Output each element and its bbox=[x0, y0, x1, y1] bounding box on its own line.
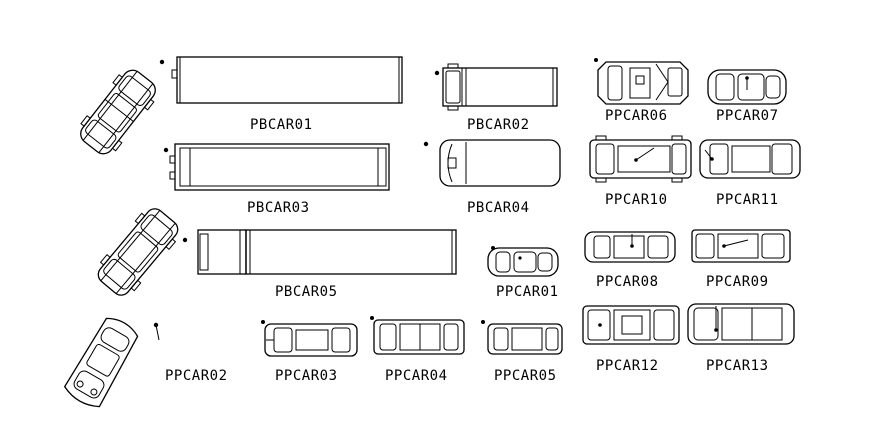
car-ppcar05 bbox=[487, 323, 563, 355]
car-ppcar13 bbox=[687, 303, 795, 345]
insert-point-marker bbox=[159, 59, 165, 65]
insert-point-marker bbox=[182, 237, 188, 243]
car-ppcar08 bbox=[584, 231, 676, 263]
insert-point-marker bbox=[481, 320, 485, 324]
label-pbcar01: PBCAR01 bbox=[250, 117, 313, 133]
label-ppcar07: PPCAR07 bbox=[716, 108, 779, 124]
car-ppcar10 bbox=[589, 135, 692, 183]
insert-arrow bbox=[155, 324, 160, 341]
insert-point-marker bbox=[370, 316, 374, 320]
bus-pbcar03 bbox=[169, 143, 390, 191]
label-ppcar09: PPCAR09 bbox=[706, 274, 769, 290]
label-ppcar11: PPCAR11 bbox=[716, 192, 779, 208]
car-ppcar04 bbox=[373, 319, 465, 355]
insert-point-marker bbox=[163, 147, 169, 153]
truck-pbcar05 bbox=[197, 229, 457, 275]
insert-point-marker bbox=[434, 70, 440, 76]
label-ppcar02: PPCAR02 bbox=[165, 368, 228, 384]
label-ppcar04: PPCAR04 bbox=[385, 368, 448, 384]
label-ppcar05: PPCAR05 bbox=[494, 368, 557, 384]
label-pbcar05: PBCAR05 bbox=[275, 284, 338, 300]
label-ppcar12: PPCAR12 bbox=[596, 358, 659, 374]
van-pbcar04 bbox=[439, 139, 561, 187]
label-ppcar08: PPCAR08 bbox=[596, 274, 659, 290]
truck-pbcar02 bbox=[442, 63, 558, 111]
label-ppcar01: PPCAR01 bbox=[496, 284, 559, 300]
bus-pbcar01 bbox=[171, 56, 403, 104]
car-ppcar07 bbox=[707, 69, 787, 105]
label-ppcar06: PPCAR06 bbox=[605, 108, 668, 124]
label-pbcar02: PBCAR02 bbox=[467, 117, 530, 133]
car-ppcar12 bbox=[582, 305, 680, 345]
car-ppcar11 bbox=[699, 139, 801, 179]
insert-point-marker bbox=[594, 58, 598, 62]
label-ppcar10: PPCAR10 bbox=[605, 192, 668, 208]
label-ppcar03: PPCAR03 bbox=[275, 368, 338, 384]
insert-point-marker bbox=[261, 320, 265, 324]
car-ppcar03 bbox=[264, 323, 358, 357]
tilted-car-top-left bbox=[80, 69, 156, 155]
car-ppcar09 bbox=[691, 229, 791, 263]
tilted-car-middle-left bbox=[97, 208, 179, 296]
car-ppcar06 bbox=[597, 61, 689, 105]
label-ppcar13: PPCAR13 bbox=[706, 358, 769, 374]
label-pbcar03: PBCAR03 bbox=[247, 200, 310, 216]
insert-point-marker bbox=[423, 141, 429, 147]
car-ppcar01 bbox=[487, 247, 559, 277]
label-pbcar04: PBCAR04 bbox=[467, 200, 530, 216]
tilted-car-bottom-left bbox=[63, 317, 139, 408]
